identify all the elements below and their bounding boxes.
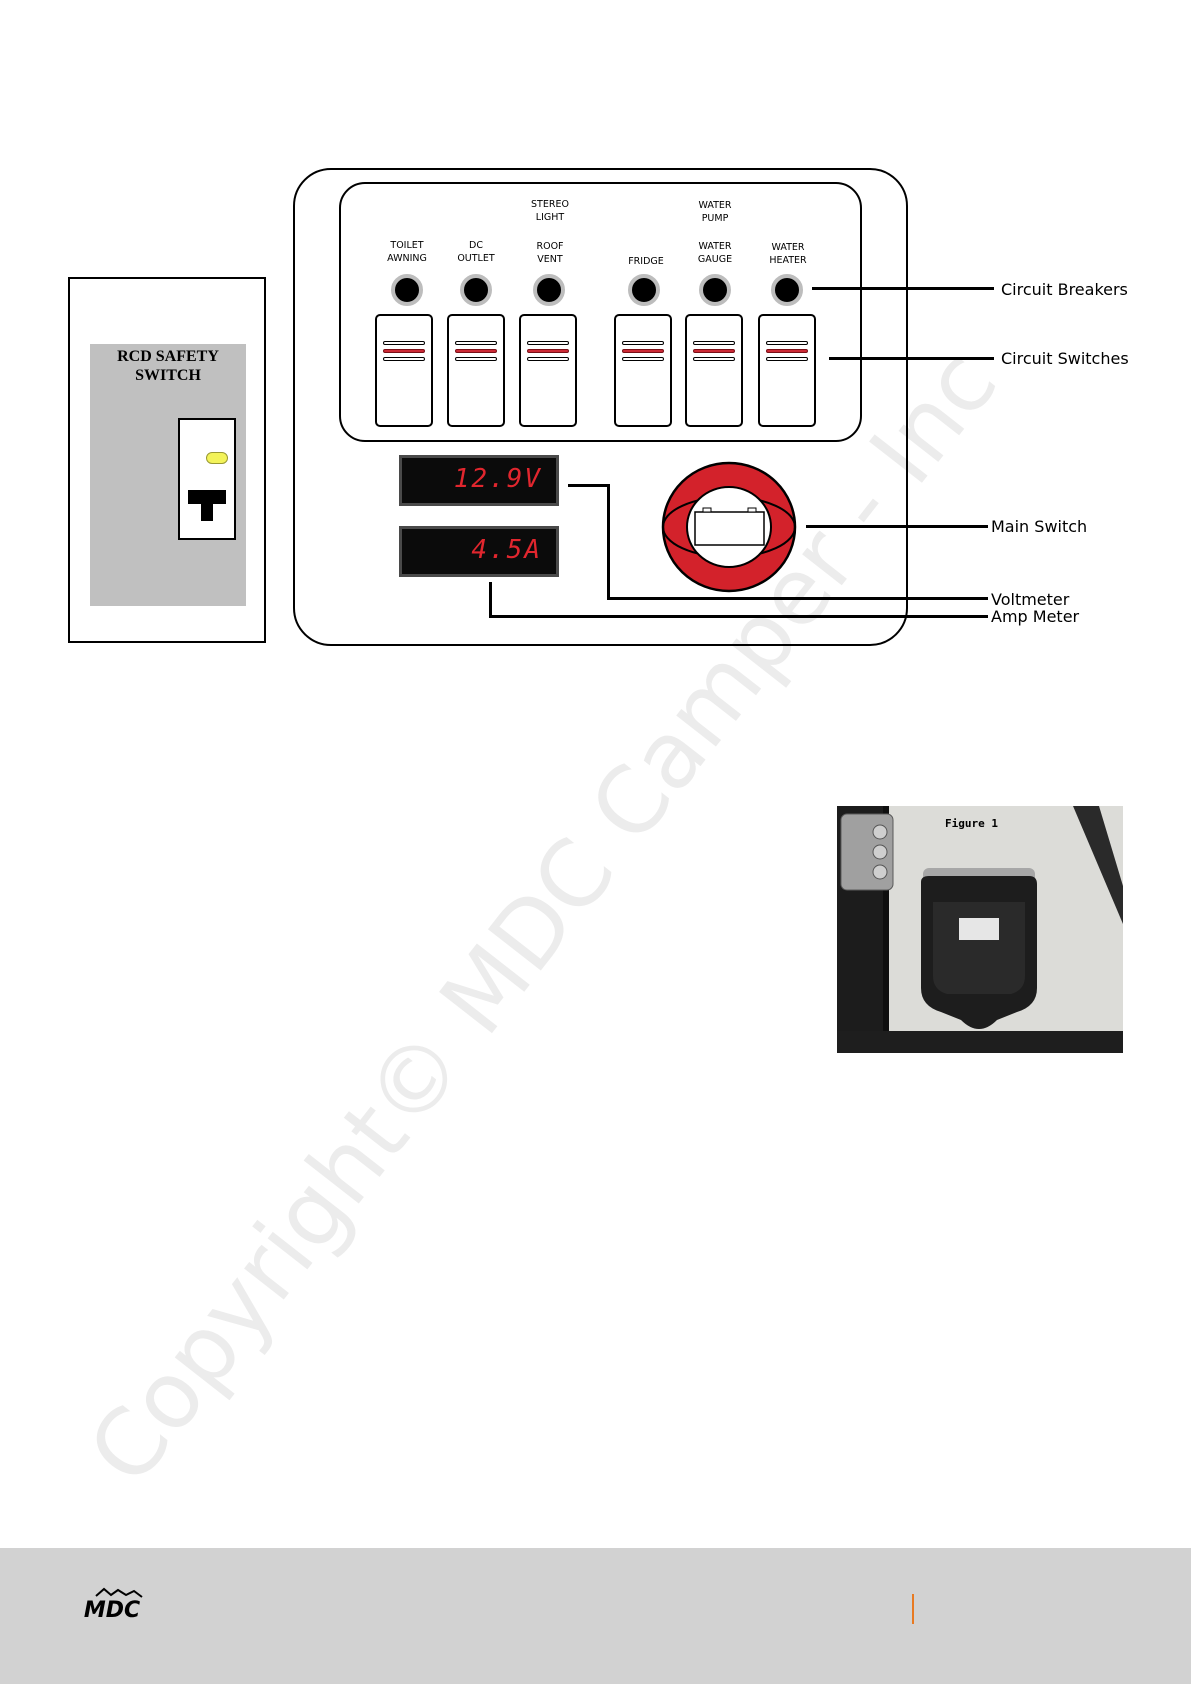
voltmeter-display: 12.9V xyxy=(399,455,559,506)
rcd-title: RCD SAFETY SWITCH xyxy=(90,347,246,385)
circuit-breaker-dc-outlet[interactable] xyxy=(460,274,492,306)
rcd-lever-stem xyxy=(201,503,213,521)
circuit-switch-water-gauge[interactable] xyxy=(685,314,743,427)
circuit-breaker-roof-vent[interactable] xyxy=(533,274,565,306)
figure-1-photo: Figure 1 xyxy=(837,806,1123,1053)
voltmeter-reading: 12.9V xyxy=(454,464,542,494)
rcd-indicator-led xyxy=(206,452,228,464)
rcd-lever[interactable] xyxy=(188,490,226,504)
svg-text:MDC: MDC xyxy=(84,1598,140,1620)
circuit-breaker-fridge[interactable] xyxy=(628,274,660,306)
circuit-switch-water-heater[interactable] xyxy=(758,314,816,427)
ammeter-reading: 4.5A xyxy=(471,535,542,565)
circuit-switch-roof-vent[interactable] xyxy=(519,314,577,427)
rcd-switch-body[interactable] xyxy=(178,418,236,540)
ammeter-display: 4.5A xyxy=(399,526,559,577)
circuit-breaker-water-heater[interactable] xyxy=(771,274,803,306)
battery-icon xyxy=(695,512,764,545)
footer-divider xyxy=(912,1594,914,1624)
mdc-logo: MDC xyxy=(68,1586,156,1620)
circuit-switch-toilet-awning[interactable] xyxy=(375,314,433,427)
circuit-breaker-toilet-awning[interactable] xyxy=(391,274,423,306)
figure-1-caption: Figure 1 xyxy=(945,817,998,830)
page-footer xyxy=(0,1548,1191,1684)
main-switch[interactable] xyxy=(660,461,798,593)
circuit-switch-fridge[interactable] xyxy=(614,314,672,427)
callout-amp-meter: Amp Meter xyxy=(991,607,1079,626)
callout-main-switch: Main Switch xyxy=(991,517,1087,536)
callout-circuit-breakers: Circuit Breakers xyxy=(1001,280,1128,299)
callout-circuit-switches: Circuit Switches xyxy=(1001,349,1129,368)
circuit-switch-dc-outlet[interactable] xyxy=(447,314,505,427)
circuit-breaker-water-gauge[interactable] xyxy=(699,274,731,306)
